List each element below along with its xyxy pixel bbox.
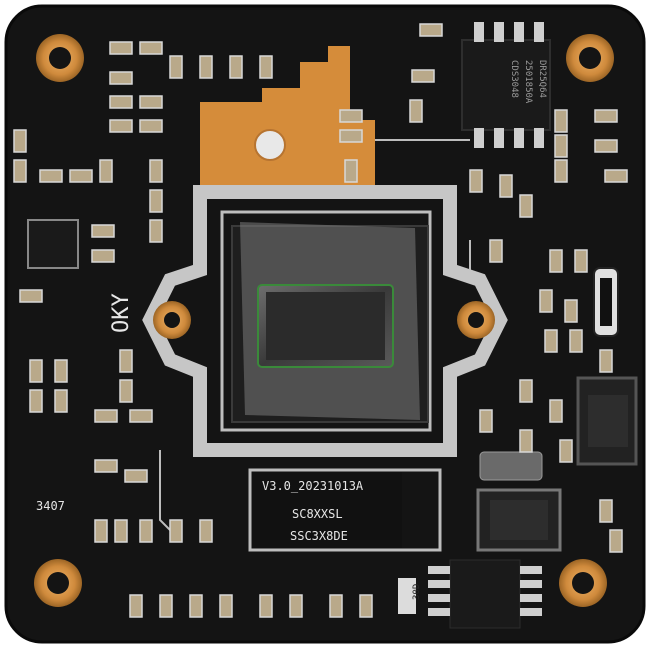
smd-passive (91, 224, 115, 238)
smd-passive (409, 99, 423, 123)
smd-passive (109, 41, 133, 55)
smd-passive (519, 194, 533, 218)
smd-passive (149, 219, 163, 243)
crystal-oscillator (479, 451, 543, 481)
smd-passive (569, 329, 583, 353)
flash-chip-pins (474, 22, 544, 148)
smd-passive (139, 519, 153, 543)
smd-passive (13, 129, 27, 153)
smd-passive (489, 239, 503, 263)
smd-passive (289, 594, 303, 618)
smd-passive (554, 109, 568, 133)
smd-passive (109, 119, 133, 133)
smd-passive (29, 389, 43, 413)
smd-passive (594, 139, 618, 153)
smd-passive (599, 499, 613, 523)
smd-passive (574, 249, 588, 273)
smd-passive (564, 299, 578, 323)
smd-passive (539, 289, 553, 313)
smd-passive (519, 429, 533, 453)
smd-passive (604, 169, 628, 183)
smd-passive (199, 55, 213, 79)
smd-passive (229, 55, 243, 79)
smd-passive (259, 55, 273, 79)
smd-passive (411, 69, 435, 83)
smd-passive (149, 189, 163, 213)
label-line1: V3.0_20231013A (262, 479, 364, 493)
smd-passive (94, 519, 108, 543)
smd-passive (139, 41, 163, 55)
smd-passive (109, 95, 133, 109)
smd-passive (159, 594, 173, 618)
copper-ground-pad (200, 46, 375, 192)
smd-passive (39, 169, 63, 183)
smd-passive (13, 159, 27, 183)
smd-passive (554, 159, 568, 183)
label-line2: SC8XXSL (292, 507, 343, 521)
smd-passive (339, 129, 363, 143)
smd-passive (54, 359, 68, 383)
smd-passive (599, 349, 613, 373)
label-line3: SSC3X8DE (290, 529, 348, 543)
smd-passive (109, 71, 133, 85)
smd-passive (559, 439, 573, 463)
smd-passive (469, 169, 483, 193)
smd-passive (54, 389, 68, 413)
smd-passive (499, 174, 513, 198)
smd-passive (554, 134, 568, 158)
smd-passive (199, 519, 213, 543)
smd-passive (114, 519, 128, 543)
mounting-holes (34, 34, 614, 607)
smd-passive (119, 379, 133, 403)
smd-passive (609, 529, 623, 553)
diode-body (398, 578, 416, 614)
smd-passive (119, 349, 133, 373)
smd-passive (339, 109, 363, 123)
smd-passive (259, 594, 273, 618)
smd-passive (549, 249, 563, 273)
chip-text-line3: CDS3048 (509, 60, 519, 98)
smd-passive (359, 594, 373, 618)
smd-passive (219, 594, 233, 618)
flash-memory-chip (461, 39, 551, 131)
sensor-label-plate (252, 472, 402, 548)
mosfet-pins (428, 566, 542, 616)
smd-passive (19, 289, 43, 303)
smd-passive (94, 459, 118, 473)
smd-passive (189, 594, 203, 618)
chip-text-line1: DR25Q64 (537, 60, 547, 98)
smd-passive (29, 359, 43, 383)
smd-passive (344, 159, 358, 183)
smd-passive (139, 95, 163, 109)
smd-passive (544, 329, 558, 353)
ic-code-label: 3407 (36, 499, 65, 513)
smd-passive (419, 23, 443, 37)
smd-passive (149, 159, 163, 183)
copper-pad-hole (254, 129, 286, 161)
smd-passive (139, 119, 163, 133)
diode-marking: 30D (412, 584, 422, 600)
smd-passive (94, 409, 118, 423)
qfn-chip-left (27, 219, 79, 269)
smd-passive (124, 469, 148, 483)
passive-components (13, 23, 628, 618)
smd-passive (549, 399, 563, 423)
smd-passive (169, 519, 183, 543)
smd-passive (99, 159, 113, 183)
smd-passive (519, 379, 533, 403)
smd-passive (594, 109, 618, 123)
smd-passive (129, 594, 143, 618)
smd-passive (91, 249, 115, 263)
smd-passive (479, 409, 493, 433)
mosfet-chip-bottom (449, 559, 521, 629)
sensor-active-area (266, 292, 385, 360)
smd-passive (69, 169, 93, 183)
smd-passive (329, 594, 343, 618)
smd-passive (129, 409, 153, 423)
smd-passive (169, 55, 183, 79)
brand-logo: OKY (109, 293, 134, 333)
chip-text-line2: 2501850A (523, 60, 533, 104)
